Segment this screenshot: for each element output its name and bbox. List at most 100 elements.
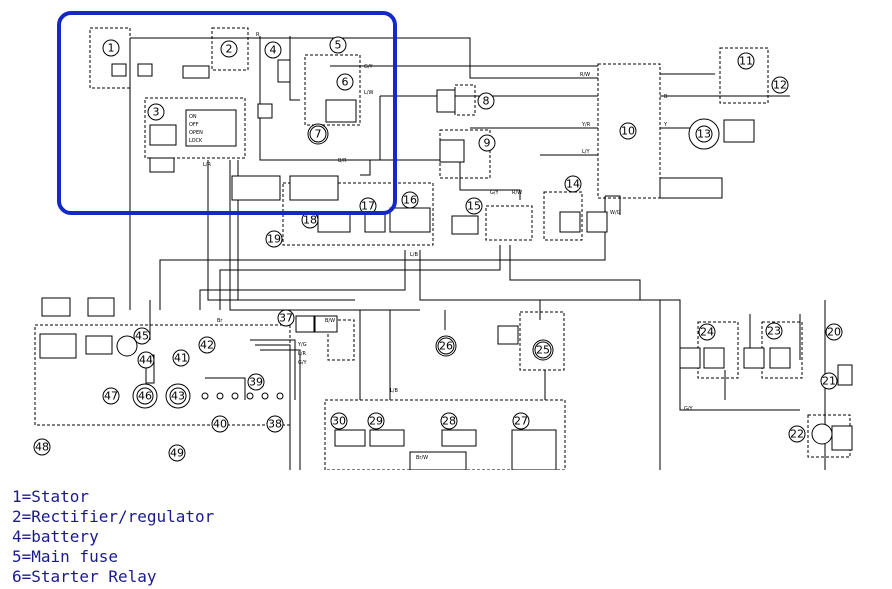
component-number-ring — [512, 412, 530, 430]
component-number-ring — [133, 327, 151, 345]
component-number: 22 — [788, 425, 806, 443]
component-number-text: 4 — [270, 44, 277, 57]
component-number-ring — [102, 387, 120, 405]
component-number-ring — [198, 336, 216, 354]
component-number: 40 — [211, 415, 229, 433]
component-number: 12 — [771, 76, 789, 94]
wire-labels: RR/WG/YL/WY/RL/YB/RR/WG/YBYW/GL/RL/BG/YB… — [203, 32, 694, 461]
component-number-text: 18 — [303, 214, 317, 227]
component-number: 47 — [102, 387, 120, 405]
component-number-ring — [168, 444, 186, 462]
wire-label: Br — [217, 318, 223, 324]
wire-label: B — [664, 94, 668, 100]
component-number-ring — [765, 322, 783, 340]
component-number: 3 — [147, 103, 165, 121]
component-number: 45 — [133, 327, 151, 345]
component-number: 23 — [765, 322, 783, 340]
component-number-text: 27 — [514, 415, 528, 428]
component-number-ring — [564, 175, 582, 193]
component-number-text: 29 — [369, 415, 383, 428]
component-number-text: 40 — [213, 418, 227, 431]
component-number-ring — [698, 323, 716, 341]
component-number-ring — [437, 337, 455, 355]
component-number-text: 48 — [35, 441, 49, 454]
component-number-ring — [367, 412, 385, 430]
wire-label: G/Y — [490, 190, 500, 196]
wire-label: W/G — [610, 210, 621, 216]
component-number-text: 21 — [822, 375, 836, 388]
component-number-text: 14 — [566, 178, 580, 191]
component-number-text: 37 — [279, 312, 293, 325]
component-number-text: 20 — [827, 326, 841, 339]
component-number-ring — [33, 438, 51, 456]
component-number: 1 — [102, 39, 120, 57]
component-number-text: 46 — [138, 390, 152, 403]
switch-position-label: OPEN — [189, 130, 203, 136]
component-number-ring — [265, 230, 283, 248]
component-number-ring — [264, 41, 282, 59]
component-number-text: 24 — [700, 326, 714, 339]
component-number-text: 38 — [268, 418, 282, 431]
component-number: 6 — [336, 73, 354, 91]
component-number-ring — [147, 103, 165, 121]
component-number: 44 — [137, 351, 155, 369]
component-number-text: 39 — [249, 376, 263, 389]
component-number-ring — [136, 387, 154, 405]
component-number-text: 9 — [484, 137, 491, 150]
component-number: 18 — [301, 211, 319, 229]
component-number: 38 — [266, 415, 284, 433]
wire-label: Br/W — [416, 455, 428, 461]
wire-label: Y — [663, 122, 668, 128]
component-number: 5 — [329, 36, 347, 54]
wire-label: L/R — [298, 351, 306, 357]
component-number-ring — [737, 52, 755, 70]
component-number-ring — [220, 40, 238, 58]
wire-label: R/W — [580, 72, 590, 78]
component-number: 13 — [695, 125, 713, 143]
legend-item: 1=Stator — [12, 487, 90, 506]
component-number: 9 — [478, 134, 496, 152]
component-number: 19 — [265, 230, 283, 248]
component-number-ring — [820, 372, 838, 390]
wire-label: G/Y — [684, 406, 694, 412]
component-number: 24 — [698, 323, 716, 341]
legend-item: 5=Main fuse — [12, 547, 118, 566]
component-number: 11 — [737, 52, 755, 70]
component-number-text: 10 — [621, 125, 635, 138]
component-number: 48 — [33, 438, 51, 456]
component-number-ring — [309, 125, 327, 143]
component-number: 2 — [220, 40, 238, 58]
component-number-text: 42 — [200, 339, 214, 352]
component-number-ring — [695, 125, 713, 143]
wire-label: Y/G — [297, 342, 307, 348]
component-number-text: 44 — [139, 354, 153, 367]
wire-label: L/B — [390, 388, 398, 394]
wire-label: L/B — [410, 252, 418, 258]
legend-item: 6=Starter Relay — [12, 567, 157, 586]
component-number: 28 — [440, 412, 458, 430]
component-number-text: 5 — [335, 39, 342, 52]
component-number: 26 — [437, 337, 455, 355]
component-number-ring — [172, 349, 190, 367]
component-number-ring — [465, 197, 483, 215]
wire-label: R/W — [512, 190, 522, 196]
wire-label: G/Y — [298, 360, 308, 366]
component-number-text: 30 — [332, 415, 346, 428]
component-number-text: 12 — [773, 79, 787, 92]
component-number-ring — [247, 373, 265, 391]
component-number-text: 45 — [135, 330, 149, 343]
component-number-ring — [137, 351, 155, 369]
component-number-text: 7 — [315, 128, 322, 141]
component-number-text: 43 — [171, 390, 185, 403]
component-number-ring — [788, 425, 806, 443]
component-number-ring — [211, 415, 229, 433]
highlight-box — [57, 11, 397, 215]
component-number-ring — [771, 76, 789, 94]
component-number-text: 2 — [226, 43, 233, 56]
component-number: 15 — [465, 197, 483, 215]
component-number-text: 6 — [342, 76, 349, 89]
component-boxes — [34, 27, 851, 470]
